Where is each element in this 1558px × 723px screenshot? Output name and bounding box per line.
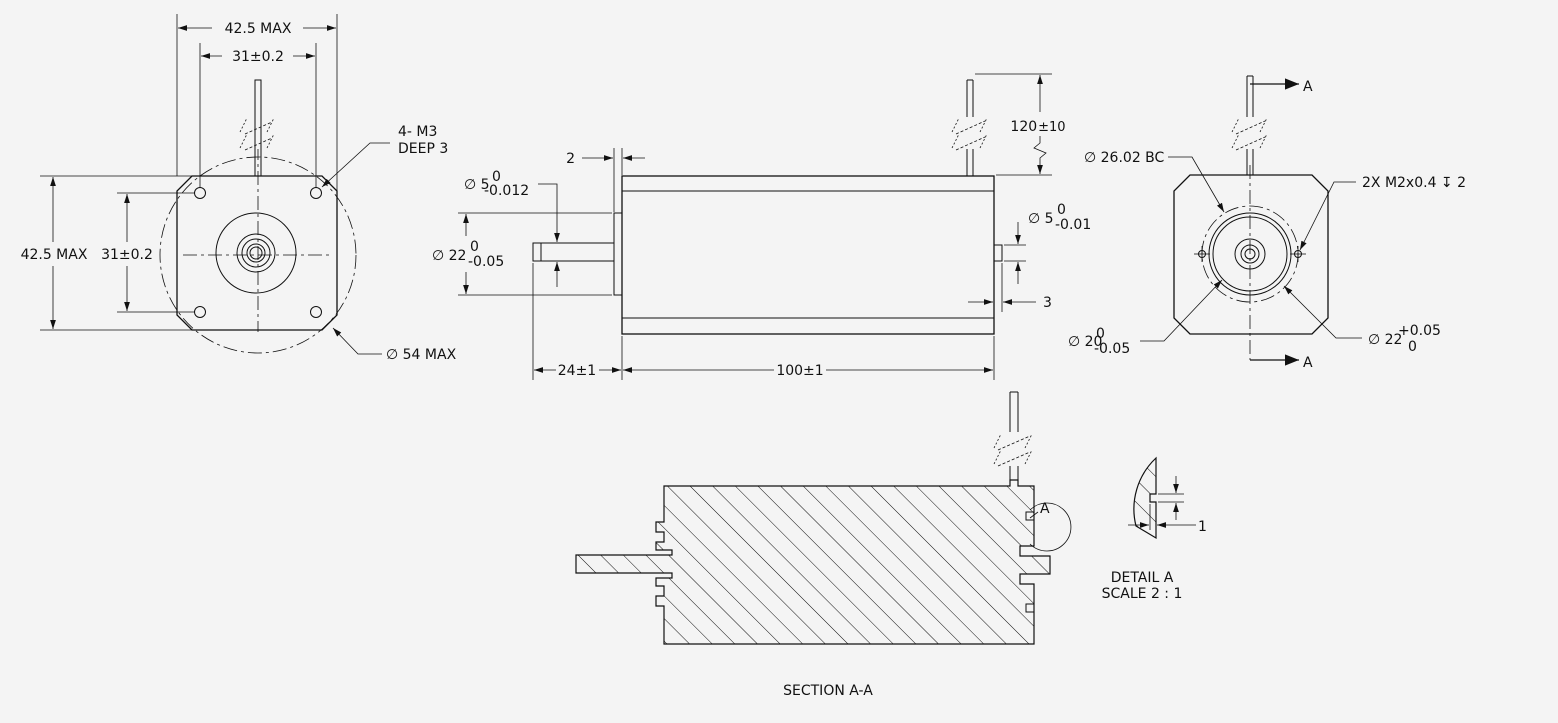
shaft-end — [249, 246, 263, 260]
rear-shaft-upper: 0 — [1057, 202, 1066, 218]
section-arrow-top: A — [1303, 79, 1313, 95]
lead-length-tol: ±10 — [1038, 120, 1065, 135]
shaft-boss-mid — [241, 238, 271, 268]
outer-diameter: ∅ 22 — [1368, 332, 1402, 348]
bolt-circle-diameter: ∅ 26.02 BC — [1084, 150, 1165, 166]
thread-callout-line1: 4- M3 — [398, 124, 437, 140]
outer-diameter-lower: 0 — [1408, 339, 1417, 355]
shaft-diameter-upper: 0 — [492, 169, 501, 185]
outer-diameter-upper: +0.05 — [1398, 323, 1441, 339]
front-width-max: 42.5 MAX — [225, 21, 292, 37]
front-hole-spacing-h: 31±0.2 — [232, 49, 284, 65]
detail-marker-label: A — [1040, 501, 1050, 517]
pilot-flange — [613, 212, 623, 296]
rear-shaft-diameter: ∅ 5 — [1028, 211, 1054, 227]
detail-scale: SCALE 2 : 1 — [1102, 586, 1183, 602]
shaft-diameter: ∅ 5 — [464, 177, 490, 193]
pilot-circle — [215, 212, 297, 294]
detail-title: DETAIL A — [1111, 570, 1174, 586]
shaft-boss-outer — [236, 233, 276, 273]
rear-lead-wire — [1231, 75, 1268, 175]
body-length: 100±1 — [776, 363, 823, 379]
shaft-diameter-lower: -0.012 — [484, 183, 529, 199]
inner-diameter-lower: -0.05 — [1094, 341, 1130, 357]
shaft-length: 24±1 — [558, 363, 596, 379]
front-view: 42.5 MAX 31±0.2 42.5 MAX 31±0.2 4- M3 DE… — [21, 14, 457, 363]
section-body — [575, 479, 1051, 645]
front-height-max: 42.5 MAX — [21, 247, 88, 263]
pilot-diameter-lower: -0.05 — [468, 254, 504, 270]
section-title: SECTION A-A — [783, 683, 873, 699]
detail-view: 1 DETAIL A SCALE 2 : 1 — [1102, 456, 1207, 602]
pilot-diameter: ∅ 22 — [432, 248, 466, 264]
detail-marker-circle — [1029, 502, 1072, 552]
inner-diameter: ∅ 20 — [1068, 334, 1102, 350]
rear-shaft-lower: -0.01 — [1055, 217, 1091, 233]
inner-diameter-upper: 0 — [1096, 326, 1105, 342]
front-lead-wire — [239, 79, 275, 177]
detail-body — [1133, 456, 1157, 540]
rear-shaft — [993, 244, 1003, 262]
svg-text:120±10: 120±10 — [1010, 119, 1065, 135]
front-shaft — [532, 242, 615, 262]
side-body-outline — [621, 175, 995, 335]
front-hole-spacing-v: 31±0.2 — [101, 247, 153, 263]
section-view: A SECTION A-A — [575, 391, 1072, 699]
rear-thread-callout: 2X M2x0.4 ↧ 2 — [1362, 175, 1466, 191]
flange-thickness: 2 — [566, 151, 575, 167]
rear-body-outline — [1173, 174, 1329, 335]
side-lead-wire — [951, 79, 988, 176]
thread-callout-line2: DEEP 3 — [398, 141, 448, 157]
shaft-boss-inner — [246, 243, 266, 263]
lead-length: 120 — [1010, 119, 1037, 135]
side-view: 120±10 2 ∅ 5 0 -0.012 ∅ 22 0 -0.05 ∅ 5 0… — [432, 73, 1091, 380]
rear-shaft-length: 3 — [1043, 295, 1052, 311]
pilot-diameter-upper: 0 — [470, 239, 479, 255]
detail-dimension: 1 — [1198, 519, 1207, 535]
rear-view: A A ∅ 26.02 BC 2X M2x0.4 ↧ 2 ∅ 20 0 -0.0… — [1068, 75, 1466, 371]
max-circle-diameter: ∅ 54 MAX — [386, 347, 457, 363]
section-arrow-bottom: A — [1303, 355, 1313, 371]
